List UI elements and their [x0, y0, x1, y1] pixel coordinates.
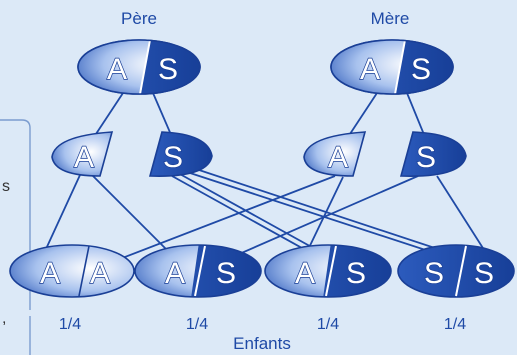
- father-gamete-s: S: [148, 131, 213, 177]
- child-genotype-4: S S: [397, 244, 515, 298]
- edge-fs-c3-a: [171, 175, 321, 259]
- father-genotype: A S: [77, 39, 201, 95]
- mother-label: Mère: [371, 9, 410, 28]
- child-genotype-3: A S: [264, 244, 392, 298]
- side-bracket: [0, 119, 31, 310]
- child-1-probability: 1/4: [59, 316, 81, 333]
- child-3-probability: 1/4: [317, 316, 339, 333]
- father-gamete-a: A: [51, 131, 114, 177]
- edge-mother-s: [406, 92, 426, 138]
- mother-gamete-s: S: [399, 131, 467, 177]
- edge-fa-c2: [91, 174, 176, 259]
- father-allele-left: A: [107, 53, 127, 86]
- mother-allele-left: A: [360, 53, 380, 86]
- father-gamete-a-label: A: [74, 141, 94, 174]
- mother-genotype: A S: [330, 39, 454, 95]
- mother-allele-right: S: [411, 53, 431, 86]
- father-allele-right: S: [158, 53, 178, 86]
- mother-gamete-a-label: A: [328, 141, 348, 174]
- mother-gamete-a: A: [303, 131, 367, 177]
- edge-fs-c3-b: [177, 172, 327, 256]
- side-text-fragment-2: ,: [2, 310, 6, 327]
- child-2-probability: 1/4: [186, 316, 208, 333]
- child-4-allele-left: S: [424, 257, 444, 290]
- mother-gamete-s-label: S: [416, 141, 436, 174]
- child-2-allele-right: S: [216, 257, 236, 290]
- edge-ma-c1: [111, 175, 336, 263]
- child-3-allele-right: S: [346, 257, 366, 290]
- edge-father-s: [152, 92, 173, 138]
- child-4-allele-right: S: [474, 257, 494, 290]
- child-1-allele-left: A: [40, 257, 60, 290]
- children-label: Enfants: [233, 334, 291, 353]
- child-2-allele-left: A: [165, 257, 185, 290]
- father-gamete-s-label: S: [163, 141, 183, 174]
- edge-father-a: [91, 92, 124, 141]
- father-label: Père: [121, 9, 157, 28]
- side-text-fragment: s: [2, 178, 10, 195]
- child-genotype-1: A A: [9, 244, 135, 298]
- child-3-allele-left: A: [295, 257, 315, 290]
- edge-ms-c2: [229, 175, 419, 259]
- edge-mother-a: [347, 92, 378, 138]
- child-1-allele-right: A: [90, 257, 110, 290]
- edge-ms-c4: [436, 175, 489, 257]
- child-4-probability: 1/4: [444, 316, 466, 333]
- child-genotype-2: A S: [134, 244, 262, 298]
- edge-fs-c4-a: [189, 172, 451, 259]
